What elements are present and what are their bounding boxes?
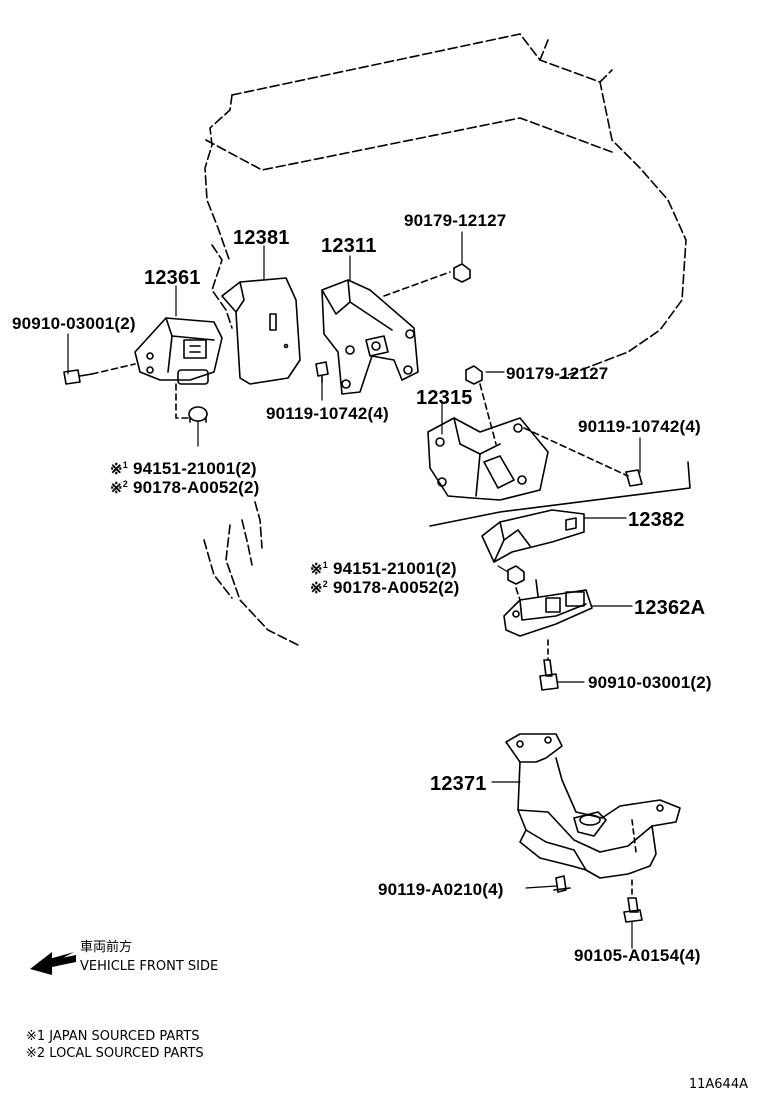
mark-1: ※1 <box>110 460 128 478</box>
label-90105: 90105-A0154(4) <box>574 946 701 965</box>
vehicle-front-jp: 車両前方 <box>80 940 133 955</box>
label-12362A: 12362A <box>634 597 706 619</box>
bolt-90105 <box>623 879 643 923</box>
legend-local-sourced: ※2 LOCAL SOURCED PARTS <box>26 1046 204 1061</box>
mount-12361 <box>134 317 223 385</box>
mark-2: ※2 <box>110 479 128 497</box>
cover-12381 <box>221 277 301 385</box>
bolt-90910-right <box>539 639 559 691</box>
bolt-90119-right <box>625 469 643 487</box>
label-12311: 12311 <box>321 235 377 257</box>
leader-lines <box>67 231 641 949</box>
bolt-90910-left <box>63 363 136 385</box>
diagram-code: 11A644A <box>688 1077 748 1092</box>
nut-90179-top <box>453 263 471 283</box>
crossmember-12371 <box>505 733 681 879</box>
label-12371: 12371 <box>430 773 487 795</box>
mount-12362A <box>503 579 593 637</box>
bracket-12311 <box>321 271 451 395</box>
nut-90179-middle <box>465 365 483 385</box>
nut-right-side <box>507 565 525 585</box>
label-12315: 12315 <box>416 387 473 409</box>
engine-lower-outline <box>203 501 301 647</box>
label-94151-left: ※1 94151-21001(2) <box>110 459 257 478</box>
label-90910-right: 90910-03001(2) <box>588 673 712 692</box>
nut-under-12361 <box>175 383 208 423</box>
mark-1: ※1 <box>310 560 328 578</box>
bracket-12315 <box>427 383 629 501</box>
cover-12382 <box>481 509 585 563</box>
label-90119-bottom: 90119-A0210(4) <box>378 880 504 899</box>
label-90910-left: 90910-03001(2) <box>12 314 136 333</box>
bolt-90119-middle <box>315 361 329 383</box>
label-90178-right: ※2 90178-A0052(2) <box>310 578 460 597</box>
label-12382: 12382 <box>628 509 685 531</box>
vehicle-front-side: VEHICLE FRONT SIDE <box>80 959 219 974</box>
label-90178-left: ※2 90178-A0052(2) <box>110 478 260 497</box>
engine-outline <box>204 33 687 379</box>
front-direction-arrow-icon <box>30 952 76 975</box>
label-12381: 12381 <box>233 227 290 249</box>
label-90119-right: 90119-10742(4) <box>578 417 701 436</box>
label-90179-middle: 90179-12127 <box>506 364 609 383</box>
label-12361: 12361 <box>144 267 201 289</box>
legend-japan-sourced: ※1 JAPAN SOURCED PARTS <box>26 1029 200 1044</box>
mark-2: ※2 <box>310 579 328 597</box>
bolt-90119-bottom <box>553 875 571 893</box>
label-90119-middle: 90119-10742(4) <box>266 404 389 423</box>
label-90179-top: 90179-12127 <box>404 211 507 230</box>
engine-base-line <box>429 461 691 527</box>
label-94151-right: ※1 94151-21001(2) <box>310 559 457 578</box>
